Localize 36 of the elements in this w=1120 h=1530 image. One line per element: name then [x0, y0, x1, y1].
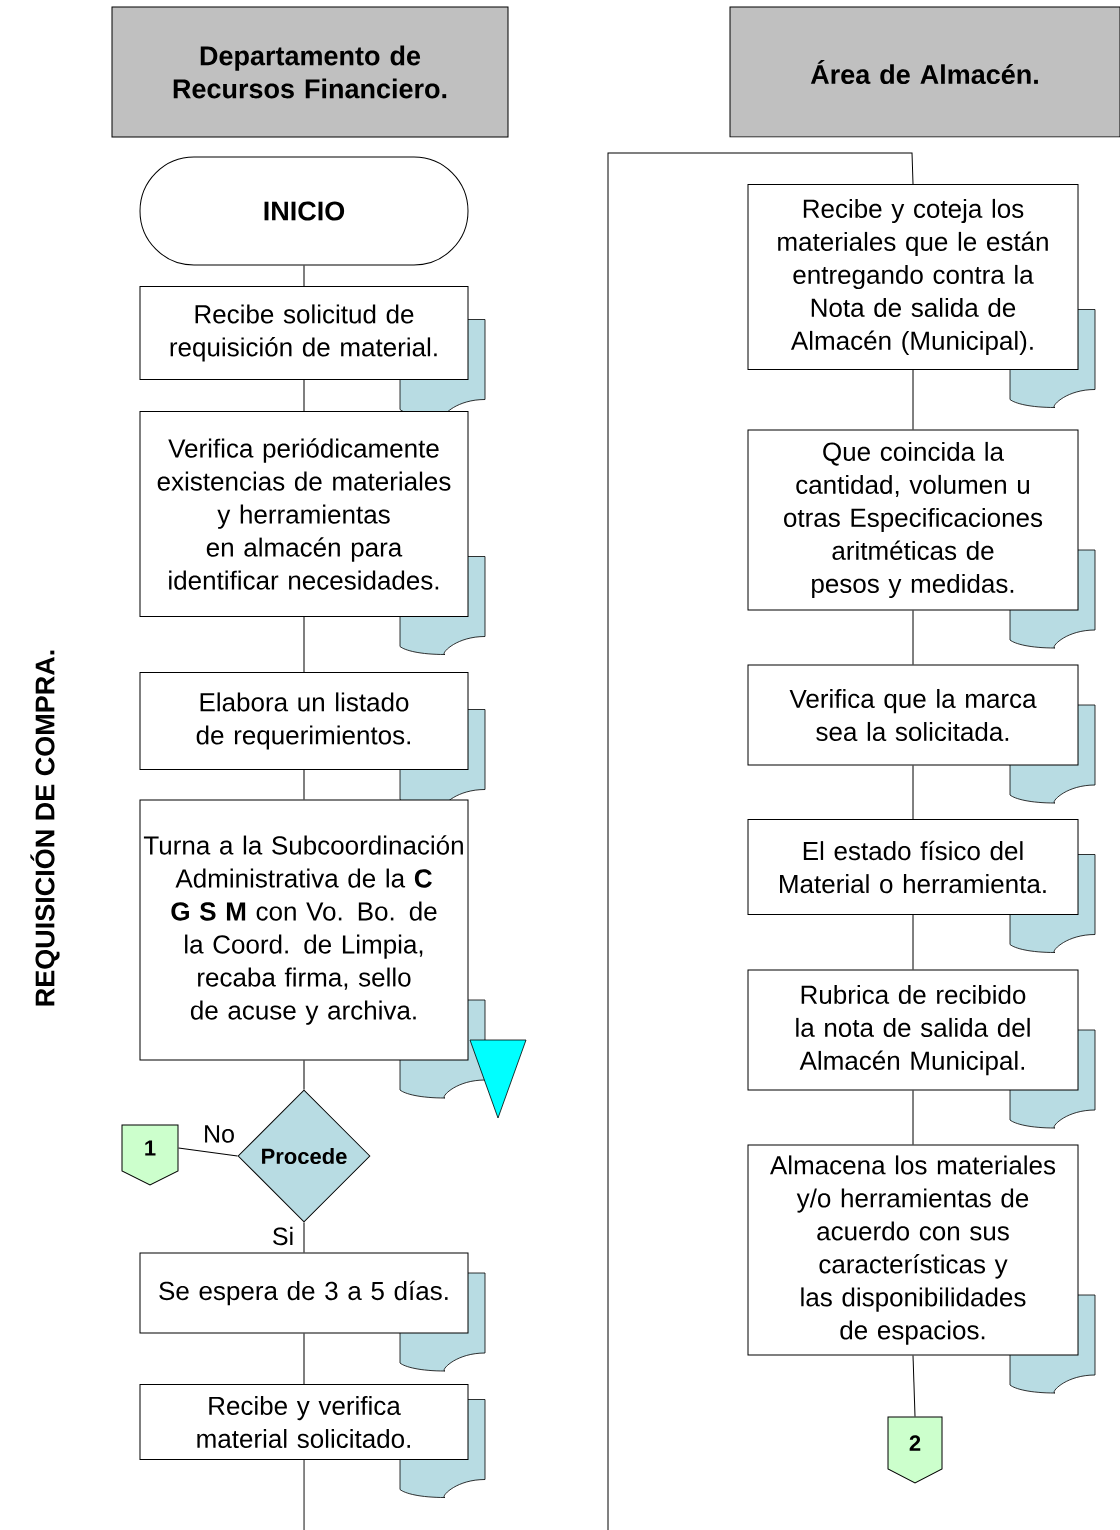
triangle-symbol [469, 1039, 527, 1119]
connector-line [912, 914, 914, 970]
edge-label: No [202, 1124, 236, 1144]
connector-line [178, 1147, 238, 1157]
connector-line [303, 1459, 305, 1530]
connector-line [303, 769, 305, 800]
document-box: Que coincida la cantidad, volumen u otras Especificaciones aritméticas de pesos y medidas. [747, 429, 1096, 649]
connector-line [912, 1355, 916, 1417]
connector-line [303, 1060, 305, 1090]
document-box: Recibe solicitud de requisición de material. [139, 286, 486, 418]
edge-label: Si [270, 1225, 296, 1247]
connector-line [912, 1090, 914, 1145]
connector-line [912, 369, 914, 430]
document-box: Verifica que la marca sea la solicitada. [747, 664, 1096, 804]
off-page-connector: 2 [887, 1416, 943, 1484]
document-box: Rubrica de recibido la nota de salida del Almacén Municipal. [747, 969, 1096, 1129]
document-box: Recibe y coteja los materiales que le están entregando contra la Nota de salida de Almacén (Municipal). [747, 184, 1096, 408]
connector-line [912, 765, 914, 820]
connector-line [303, 265, 305, 287]
header-box: Departamento de Recursos Financiero. [111, 6, 509, 138]
header-box: Área de Almacén. [729, 6, 1120, 138]
connector-line [303, 616, 305, 673]
connector-line [303, 1222, 305, 1253]
document-box: Turna a la Subcoordinación Administrativa de la C G S M con Vo. Bo. de la Coord. de Limpia, recaba firma, sello de acuse y archiva. [139, 799, 486, 1099]
off-page-connector: 1 [121, 1124, 179, 1186]
connector-line [303, 1333, 305, 1385]
document-box: Recibe y verifica material solicitado. [139, 1384, 486, 1498]
document-box: Elabora un listado de requerimientos. [139, 672, 486, 808]
document-box: Verifica periódicamente existencias de materiales y herramientas en almacén para identificar necesidades. [139, 411, 486, 655]
document-box: El estado físico del Material o herramienta. [747, 819, 1096, 953]
vertical-title: REQUISICIÓN DE COMPRA. [30, 650, 60, 1006]
connector-line [912, 610, 914, 665]
document-box: Se espera de 3 a 5 días. [139, 1252, 486, 1372]
document-box: Almacena los materiales y/o herramientas de acuerdo con sus características y las disponibilidades de espacios. [747, 1144, 1096, 1394]
connector-line [607, 152, 914, 1530]
connector-line [303, 379, 305, 412]
